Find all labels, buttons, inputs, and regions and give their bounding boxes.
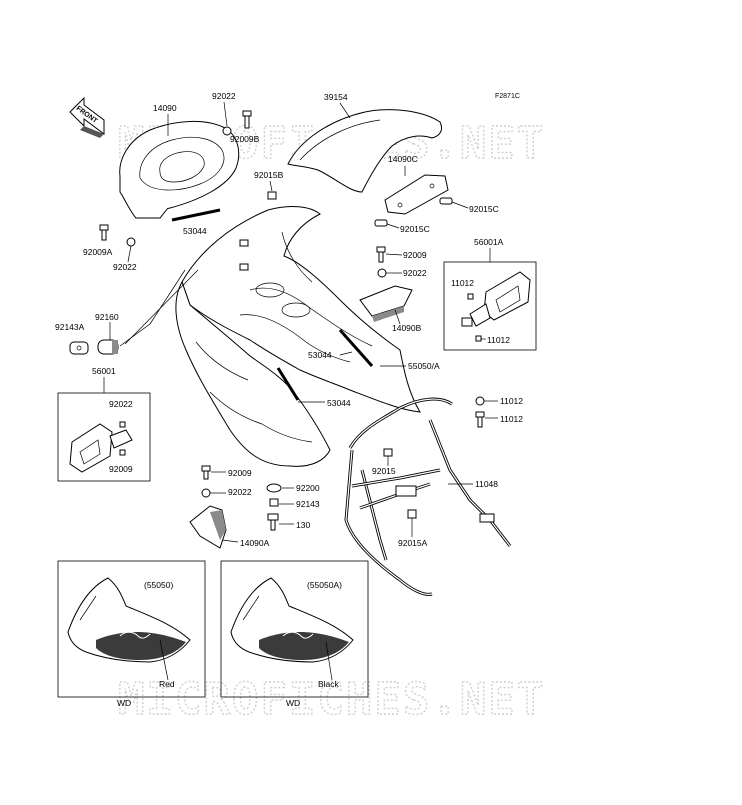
label-92015: 92015 <box>372 466 396 476</box>
label-11012-upper-right: 11012 <box>451 278 474 288</box>
variant-color-black: Black <box>318 679 340 689</box>
spacer-icon <box>69 341 89 355</box>
cowl-stay-part <box>344 397 512 596</box>
label-11048: 11048 <box>475 479 498 489</box>
label-92022-right: 11012 <box>500 396 523 406</box>
meter-cover-part <box>119 120 240 219</box>
nut-icon <box>407 509 417 519</box>
label-92015a: 92015A <box>398 538 428 548</box>
label-56001a: 56001A <box>474 237 504 247</box>
nut-icon <box>269 498 279 507</box>
front-arrow-icon: FRONT <box>69 96 105 138</box>
mirror-left-part <box>69 423 133 473</box>
clip-icon <box>374 219 388 227</box>
washer-icon <box>201 488 211 498</box>
washer-icon <box>475 396 485 406</box>
screw-icon <box>201 465 211 480</box>
label-92022-left: 92022 <box>113 262 137 272</box>
label-14090b: 14090B <box>392 323 422 333</box>
mirror-right-part <box>461 271 531 327</box>
grommet-icon <box>475 335 482 342</box>
grommet-icon <box>467 293 474 300</box>
screw-icon <box>99 224 109 241</box>
label-11012-lower-left: 92009 <box>109 464 133 474</box>
washer-icon <box>222 126 232 136</box>
label-11012-lower-right: 11012 <box>487 335 510 345</box>
label-53044-top: 53044 <box>183 226 207 236</box>
label-14090: 14090 <box>153 103 177 113</box>
bracket-14090a-part <box>189 505 227 549</box>
grommet-icon <box>119 449 126 456</box>
label-92015c-right: 92015C <box>469 204 499 214</box>
washer-icon <box>266 483 282 493</box>
label-11012-upper-left: 92022 <box>109 399 133 409</box>
trim-strip-part <box>171 208 221 222</box>
label-56001: 56001 <box>92 366 116 376</box>
label-92009-right: 11012 <box>500 414 523 424</box>
screw-icon <box>242 110 252 129</box>
label-130: 130 <box>296 520 310 530</box>
windshield-part <box>287 109 443 193</box>
nut-icon <box>267 191 277 200</box>
label-39154: 39154 <box>324 92 348 102</box>
label-14090c: 14090C <box>388 154 418 164</box>
label-92009b: 92009B <box>230 134 260 144</box>
label-53044-middle: 53044 <box>308 350 332 360</box>
bracket-14090c-part <box>384 174 449 215</box>
label-92022-lower: 92022 <box>228 487 252 497</box>
screw-icon <box>376 246 386 263</box>
label-92015c-left: 92015C <box>400 224 430 234</box>
variant-box-black: (55050A) Black <box>220 560 369 698</box>
variant-box-red: (55050) Red <box>57 560 206 698</box>
variant-wd-black: WD <box>286 698 300 708</box>
clip-icon <box>439 197 453 205</box>
bolt-icon <box>267 513 279 531</box>
label-92143: 92143 <box>296 499 320 509</box>
variant-code-black: (55050A) <box>307 580 342 590</box>
upper-cowl-part <box>175 206 421 467</box>
label-92022-top: 92022 <box>212 91 236 101</box>
damper-icon <box>97 339 119 355</box>
variant-code-red: (55050) <box>144 580 173 590</box>
variant-color-red: Red <box>159 679 175 689</box>
label-92143a: 92143A <box>55 322 85 332</box>
grommet-icon <box>119 421 126 428</box>
label-92200: 92200 <box>296 483 320 493</box>
nut-icon <box>383 448 393 457</box>
variant-wd-red: WD <box>117 698 131 708</box>
label-92160: 92160 <box>95 312 119 322</box>
watermark-bottom: MICROFICHES.NET <box>118 674 545 725</box>
label-14090a: 14090A <box>240 538 270 548</box>
label-92009a: 92009A <box>83 247 113 257</box>
label-92009-lower: 92009 <box>228 468 252 478</box>
label-55050a: 55050/A <box>408 361 440 371</box>
screw-icon <box>475 411 485 428</box>
label-92015b: 92015B <box>254 170 284 180</box>
trim-strip-part <box>338 329 374 367</box>
label-53044-lower: 53044 <box>327 398 351 408</box>
washer-icon <box>377 268 387 278</box>
washer-icon <box>126 237 136 247</box>
label-92009-center: 92009 <box>403 250 427 260</box>
bracket-14090b-part <box>359 285 413 322</box>
diagram-code: F2871C <box>495 93 520 100</box>
trim-strip-part <box>276 367 300 401</box>
label-92022-center: 92022 <box>403 268 427 278</box>
